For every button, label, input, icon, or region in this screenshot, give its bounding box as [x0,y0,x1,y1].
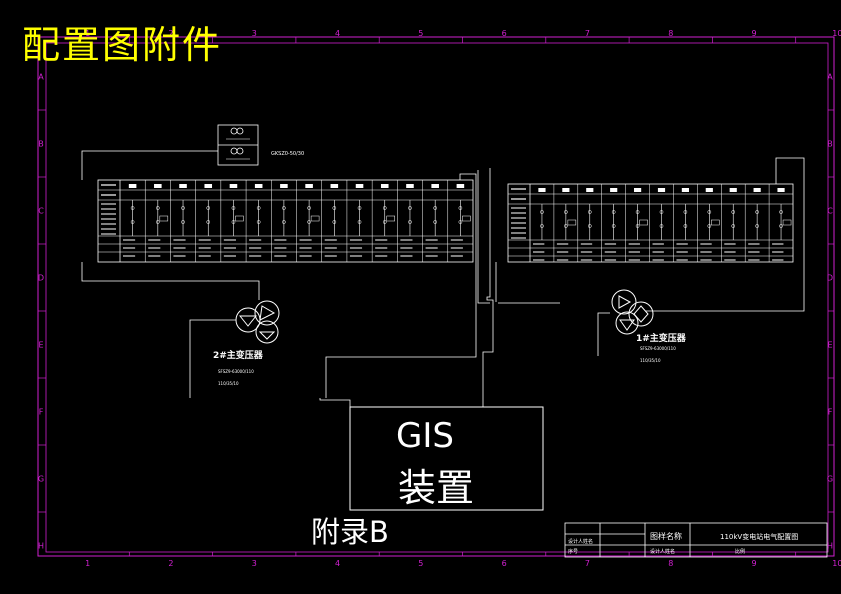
appendix-label: 附录B [311,515,389,549]
transformer-left-symbol [235,300,280,344]
ruler-row-label: H [38,542,44,551]
gis-device-label: 装置 [398,466,474,510]
ruler-row-label: D [827,274,833,283]
ruler-column-label: 7 [585,559,590,568]
inner-frame [45,42,829,553]
ruler-row-label: C [38,207,44,216]
ruler-column-label: 9 [752,559,757,568]
ruler-row-label: F [828,408,833,417]
ruler-column-label: 9 [752,29,757,38]
seq-label: 序号 [568,548,578,555]
ruler-row-label: B [827,140,833,149]
ruler-column-label: 10 [832,559,841,568]
transformer-left-name: 2#主变压器 [213,349,264,361]
transformer-right-model: SFSZ9-63000/110 [640,346,676,351]
ruler-column-label: 3 [252,559,257,568]
ruler-row-label: E [827,341,832,350]
ruler-row-label: G [827,475,833,484]
drawing-heading: 配置图附件 [22,23,222,67]
ruler-row-label: H [827,542,833,551]
ruler-column-label: 2 [168,29,173,38]
ruler-row-label: D [38,274,44,283]
designer-name-label: 设计人姓名 [650,548,675,555]
panel-caption: GKSZ0-50/30 [271,151,304,157]
ruler-column-label: 10 [832,29,841,38]
switchgear-table-right [507,183,794,263]
ruler-column-label: 8 [668,29,673,38]
ruler-row-label: F [39,408,44,417]
measurement-block [217,124,259,166]
ruler-column-label: 7 [585,29,590,38]
ruler-column-label: 1 [85,29,90,38]
ruler-row-label: E [38,341,43,350]
title-block [564,522,828,558]
transformer-right-name: 1#主变压器 [636,332,687,344]
ruler-row-label: G [38,475,44,484]
ruler-column-label: 6 [502,559,507,568]
ruler-row-label: A [827,73,833,82]
ruler-column-label: 1 [85,559,90,568]
ruler-column-label: 5 [418,559,423,568]
gis-box [349,406,544,511]
ruler-column-label: 4 [335,29,340,38]
ruler-row-label: A [38,73,44,82]
drawing-name-label: 图样名称 [650,531,682,541]
transformer-left-model: SFSZ9-63000/110 [218,369,254,374]
ruler-column-label: 5 [418,29,423,38]
ruler-row-label: C [827,207,833,216]
ruler-column-label: 4 [335,559,340,568]
designer-label: 设计人姓名 [568,538,593,545]
gis-label: GIS [396,416,454,456]
switchgear-table-left [97,179,474,263]
transformer-left-ratio: 110/35/10 [218,381,239,386]
outer-frame [37,36,835,557]
drawing-name: 110kV变电站电气配置图 [720,532,798,541]
ruler-column-label: 8 [668,559,673,568]
ruler-column-label: 3 [252,29,257,38]
ruler-column-label: 6 [502,29,507,38]
transformer-right-symbol [611,289,654,335]
ruler-row-label: B [38,140,44,149]
ruler-column-label: 2 [168,559,173,568]
scale-label: 比例 [735,548,745,555]
wiring [81,150,805,407]
transformer-right-ratio: 110/35/10 [640,358,661,363]
